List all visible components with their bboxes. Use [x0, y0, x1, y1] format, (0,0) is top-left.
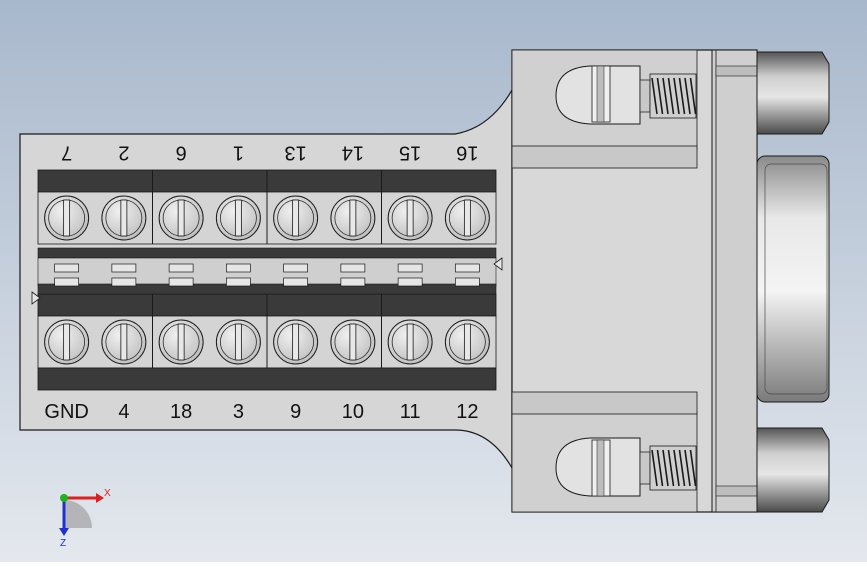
terminal-screw[interactable] [158, 195, 204, 241]
top-terminal-label: 7 [61, 142, 72, 164]
terminal-screw[interactable] [273, 195, 319, 241]
locking-screw-bottom [555, 437, 697, 497]
top-terminal-label: 13 [285, 142, 307, 164]
contact-latch [397, 263, 423, 273]
jack-nut-bottom [756, 427, 830, 513]
terminal-screw[interactable] [44, 195, 90, 241]
terminal-screw[interactable] [215, 319, 261, 365]
bottom-terminal-labels: GND 4 18 3 9 10 11 12 [44, 401, 478, 423]
terminal-screw[interactable] [44, 319, 90, 365]
triad-x-label: X [104, 488, 111, 499]
flange-top-step [715, 65, 758, 77]
bottom-terminal-label: 3 [233, 401, 244, 423]
terminal-screw[interactable] [387, 319, 433, 365]
terminal-screw[interactable] [444, 319, 490, 365]
alignment-marker-left [31, 291, 41, 305]
contact-latch [283, 263, 308, 273]
bottom-terminal-label: 11 [400, 401, 421, 423]
shell-mid-band-top [511, 145, 698, 169]
terminal-row-top [37, 169, 497, 245]
terminal-block [37, 169, 497, 391]
terminal-screw[interactable] [101, 319, 147, 365]
bottom-terminal-label: 9 [290, 401, 301, 423]
terminal-screw[interactable] [330, 319, 376, 365]
terminal-row-bottom [37, 293, 497, 369]
top-terminal-label: 14 [342, 142, 364, 164]
flange-bottom-step [715, 485, 758, 497]
contact-latch [111, 263, 137, 273]
contact-latch [226, 263, 251, 273]
contact-latch-strip [37, 247, 497, 295]
terminal-screw[interactable] [158, 319, 204, 365]
bottom-terminal-label: 10 [342, 401, 364, 423]
coordinate-triad: X Z [59, 488, 111, 549]
terminal-screw[interactable] [330, 195, 376, 241]
top-terminal-label: 15 [399, 142, 421, 164]
jack-nut-top [756, 51, 830, 135]
dsub-plug-face [756, 155, 830, 403]
top-terminal-labels: 7 2 6 1 13 14 15 16 [61, 142, 478, 164]
top-terminal-label: 16 [456, 142, 478, 164]
triad-z-label: Z [60, 538, 66, 549]
dsub-flange [711, 49, 758, 513]
top-terminal-label: 2 [118, 142, 129, 164]
terminal-screw[interactable] [273, 319, 319, 365]
contact-latch [54, 263, 79, 273]
contact-latch [340, 263, 366, 273]
terminal-screw[interactable] [215, 195, 261, 241]
bottom-terminal-label: GND [44, 401, 88, 423]
dsub-plug-inner [764, 163, 828, 395]
terminal-screw[interactable] [387, 195, 433, 241]
alignment-marker-right [493, 257, 503, 271]
bottom-terminal-label: 12 [456, 401, 478, 423]
top-terminal-label: 6 [176, 142, 187, 164]
shell-mid-band-bottom [511, 391, 698, 415]
contact-latch [168, 263, 194, 273]
contact-latch [455, 263, 480, 273]
locking-screw-top [555, 65, 697, 125]
bottom-terminal-label: 4 [118, 401, 129, 423]
bottom-terminal-label: 18 [170, 401, 192, 423]
top-terminal-label: 1 [233, 142, 244, 164]
terminal-screw[interactable] [444, 195, 490, 241]
terminal-screw[interactable] [101, 195, 147, 241]
